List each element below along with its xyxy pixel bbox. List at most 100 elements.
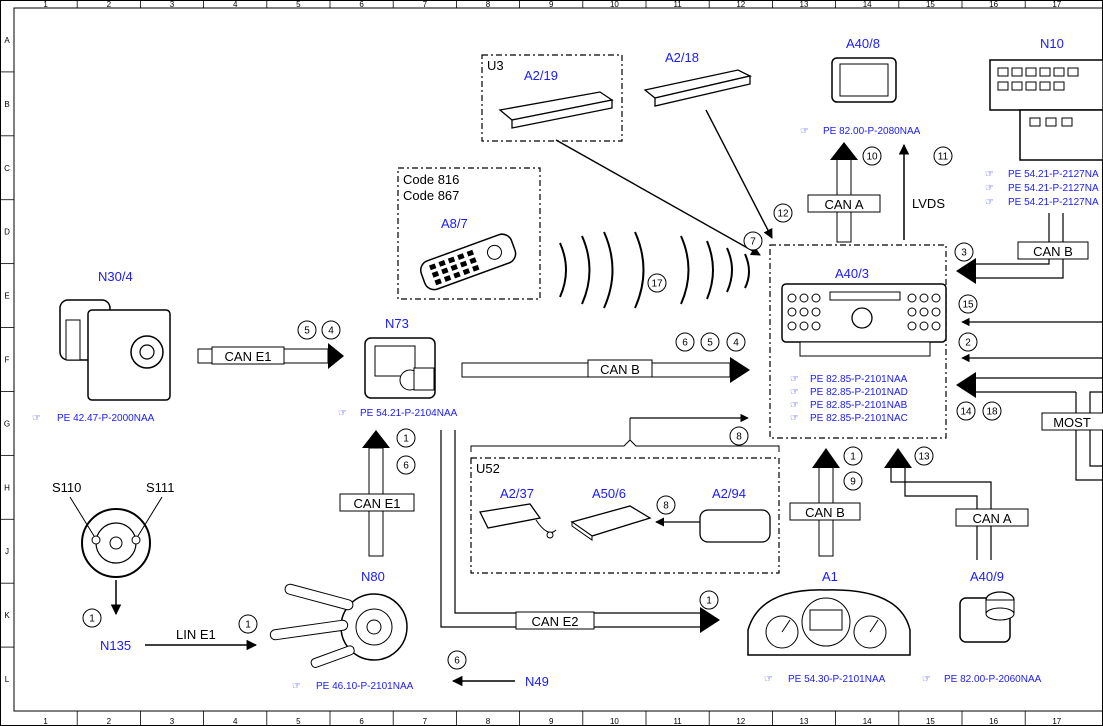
marker-m4b: 4 — [726, 332, 746, 352]
u52-boundary — [470, 457, 780, 574]
svg-text:1: 1 — [403, 434, 409, 445]
marker-m1b: 1 — [843, 446, 863, 466]
bus-can-b-a1: CAN B — [789, 448, 861, 557]
ruler-column-2: 2 — [107, 717, 112, 726]
hand-icon: ☞ — [985, 169, 994, 180]
head-unit-icon — [781, 283, 947, 357]
ruler-row-B: B — [4, 100, 9, 109]
ruler-column-6: 6 — [359, 0, 364, 9]
hand-icon: ☞ — [790, 400, 799, 411]
marker-m14: 14 — [956, 401, 976, 421]
label-n30-4: N30/4 — [98, 269, 133, 284]
marker-m15: 15 — [958, 294, 978, 314]
antenna-a2-37-icon — [479, 503, 557, 539]
ref-a40-3-4: PE 82.85-P-2101NAC — [810, 413, 908, 424]
instrument-cluster-icon — [747, 589, 911, 656]
ruler-column-5: 5 — [296, 717, 301, 726]
svg-text:13: 13 — [918, 452, 930, 463]
controller-knob-icon — [959, 591, 1015, 643]
marker-m8a: 8 — [729, 426, 749, 446]
svg-text:CAN B: CAN B — [600, 362, 640, 377]
ruler-column-8: 8 — [486, 717, 491, 726]
marker-m4a: 4 — [321, 320, 341, 340]
marker-m7: 7 — [743, 231, 763, 251]
marker-m10: 10 — [862, 146, 882, 166]
marker-m8b: 8 — [656, 495, 676, 515]
bus-can-e1-h: CAN E1 — [197, 343, 344, 369]
svg-text:CAN B: CAN B — [805, 505, 845, 520]
label-a2-19: A2/19 — [524, 68, 558, 83]
display-a40-8-icon — [831, 57, 897, 103]
svg-text:1: 1 — [850, 452, 856, 463]
ruler-column-3: 3 — [170, 0, 175, 9]
svg-text:5: 5 — [707, 338, 713, 349]
marker-m6a: 6 — [396, 455, 416, 475]
bus-can-e1-v: CAN E1 — [339, 430, 415, 557]
label-a2-18: A2/18 — [665, 50, 699, 65]
antenna-module-a2-19-icon — [498, 91, 614, 129]
ruler-column-13: 13 — [800, 717, 809, 726]
module-a50-6-icon — [570, 505, 652, 541]
marker-m11: 11 — [933, 146, 953, 166]
ruler-column-16: 16 — [989, 717, 998, 726]
marker-m6b: 6 — [675, 332, 695, 352]
ruler-column-1: 1 — [43, 717, 48, 726]
bus-can-e2: CAN E2 — [440, 430, 720, 633]
svg-text:9: 9 — [850, 477, 856, 488]
ruler-column-11: 11 — [673, 717, 682, 726]
ruler-row-A: A — [4, 36, 10, 45]
label-a2-94: A2/94 — [712, 486, 746, 501]
antenna-module-a2-18-icon — [643, 69, 752, 107]
ruler-column-9: 9 — [549, 0, 554, 9]
ref-a1: PE 54.30-P-2101NAA — [788, 674, 886, 685]
svg-text:CAN E1: CAN E1 — [225, 349, 272, 364]
svg-text:1: 1 — [245, 620, 251, 631]
svg-text:2: 2 — [965, 338, 971, 349]
ruler-row-H: H — [4, 483, 10, 492]
svg-text:4: 4 — [733, 338, 739, 349]
ref-a40-3-3: PE 82.85-P-2101NAB — [810, 400, 908, 411]
svg-text:CAN E2: CAN E2 — [532, 614, 579, 629]
svg-text:4: 4 — [328, 326, 334, 337]
bus-can-b-main: CAN B — [461, 357, 750, 383]
ref-a40-3-1: PE 82.85-P-2101NAA — [810, 374, 908, 385]
svg-text:6: 6 — [682, 338, 688, 349]
grid-ruler: 1122334455667788991010111112121313141415… — [0, 0, 1062, 726]
ruler-column-2: 2 — [107, 0, 112, 9]
label-n10: N10 — [1040, 36, 1064, 51]
svg-text:5: 5 — [304, 326, 310, 337]
svg-text:CAN A: CAN A — [972, 511, 1011, 526]
svg-text:17: 17 — [651, 279, 663, 290]
svg-text:7: 7 — [750, 237, 756, 248]
label-a1: A1 — [822, 569, 838, 584]
ir-waves — [559, 231, 750, 309]
svg-text:3: 3 — [961, 248, 967, 259]
label-a40-3: A40/3 — [835, 266, 869, 281]
ref-a40-3-2: PE 82.85-P-2101NAD — [810, 387, 908, 398]
ref-n10-2: PE 54.21-P-2127NA — [1008, 183, 1099, 194]
hand-icon: ☞ — [338, 408, 347, 419]
ruler-column-10: 10 — [610, 0, 619, 9]
lvds-label: LVDS — [912, 196, 945, 211]
svg-text:MOST: MOST — [1053, 415, 1091, 430]
ruler-column-7: 7 — [423, 717, 428, 726]
abs-module-icon — [59, 299, 171, 401]
marker-m1a: 1 — [396, 428, 416, 448]
ruler-row-D: D — [4, 228, 10, 237]
label-a8-7: A8/7 — [441, 216, 468, 231]
svg-text:15: 15 — [962, 300, 974, 311]
label-u3: U3 — [487, 58, 504, 73]
ruler-column-4: 4 — [233, 0, 238, 9]
svg-text:18: 18 — [986, 407, 998, 418]
label-n49: N49 — [525, 674, 549, 689]
ruler-column-13: 13 — [800, 0, 809, 9]
marker-m3: 3 — [954, 242, 974, 262]
ref-n80: PE 46.10-P-2101NAA — [316, 681, 414, 692]
ruler-row-G: G — [4, 419, 10, 428]
hand-icon: ☞ — [800, 126, 809, 137]
hand-icon: ☞ — [790, 387, 799, 398]
ruler-column-8: 8 — [486, 0, 491, 9]
ruler-column-17: 17 — [1052, 717, 1061, 726]
svg-text:Code 867: Code 867 — [403, 188, 459, 203]
